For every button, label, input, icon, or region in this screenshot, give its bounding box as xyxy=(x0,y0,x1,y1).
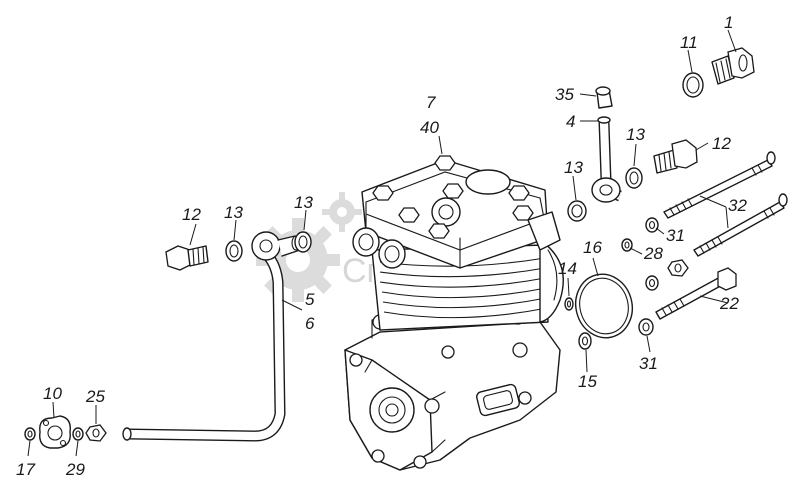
flange-bolt xyxy=(413,455,427,469)
label-28: 28 xyxy=(643,244,663,263)
label-35: 35 xyxy=(555,85,574,104)
banjo-fitting xyxy=(251,231,281,261)
base-nut xyxy=(512,342,528,358)
flange-bolt xyxy=(371,449,385,463)
washer-13-top-right xyxy=(625,167,643,189)
washer-28-upper xyxy=(621,238,633,252)
washer-28-lower xyxy=(645,275,659,291)
coolant-port xyxy=(352,227,380,257)
nut-25 xyxy=(85,424,107,442)
label-5: 5 xyxy=(305,290,315,309)
washer-11 xyxy=(682,72,704,98)
label-12: 12 xyxy=(712,134,731,153)
washer-31-lower xyxy=(638,318,654,336)
washer-29 xyxy=(72,427,84,441)
compressor-assembly xyxy=(344,155,564,471)
bolt-22 xyxy=(655,267,737,320)
crank-bore xyxy=(369,387,415,433)
label-7: 7 xyxy=(426,93,436,112)
label-17: 17 xyxy=(16,460,35,479)
flange-bolt xyxy=(424,398,440,414)
label-14: 14 xyxy=(558,259,577,278)
stud-32-lower xyxy=(693,193,788,257)
label-11: 11 xyxy=(680,33,698,52)
label-4: 4 xyxy=(566,112,575,131)
label-6: 6 xyxy=(305,314,315,333)
washer-31-upper xyxy=(645,217,659,233)
washer-17 xyxy=(24,427,36,441)
leader-lines xyxy=(27,29,737,457)
gasket-16 xyxy=(575,273,633,339)
label-15: 15 xyxy=(578,372,597,391)
washer-13-mid xyxy=(567,200,587,222)
outlet-port xyxy=(431,197,461,227)
coolant-pipe xyxy=(122,231,302,442)
label-12: 12 xyxy=(182,205,201,224)
label-1: 1 xyxy=(724,13,733,32)
coolant-port xyxy=(378,239,406,269)
label-13: 13 xyxy=(564,158,583,177)
label-10: 10 xyxy=(43,384,62,403)
label-13: 13 xyxy=(626,125,645,144)
label-25: 25 xyxy=(85,387,105,406)
washer-13-right-of-pipe xyxy=(294,231,312,253)
banjo-bolt-12-right xyxy=(653,139,698,174)
side-cover xyxy=(476,383,520,417)
washer-13-left xyxy=(225,240,243,262)
stud-32-upper xyxy=(663,151,776,219)
washer-14 xyxy=(564,297,574,311)
banjo-bolt-12-left xyxy=(165,245,209,271)
label-16: 16 xyxy=(583,238,602,257)
label-13: 13 xyxy=(294,193,313,212)
part-labels: 1 11 35 4 13 12 7 40 13 32 12 13 13 31 1… xyxy=(16,13,747,479)
plug-35 xyxy=(595,86,613,109)
flange-10 xyxy=(39,415,71,449)
washer-15 xyxy=(578,332,592,350)
label-31: 31 xyxy=(666,226,685,245)
label-22: 22 xyxy=(719,294,739,313)
union-1 xyxy=(711,47,755,85)
head-boss xyxy=(465,169,511,195)
flange-bolt xyxy=(349,353,363,367)
label-29: 29 xyxy=(65,460,85,479)
head-bolts xyxy=(372,155,534,239)
nut-31-mid xyxy=(667,259,689,277)
tube-4 xyxy=(591,116,623,203)
label-31: 31 xyxy=(639,354,658,373)
label-32: 32 xyxy=(728,196,747,215)
label-40: 40 xyxy=(420,118,439,137)
label-13: 13 xyxy=(224,203,243,222)
